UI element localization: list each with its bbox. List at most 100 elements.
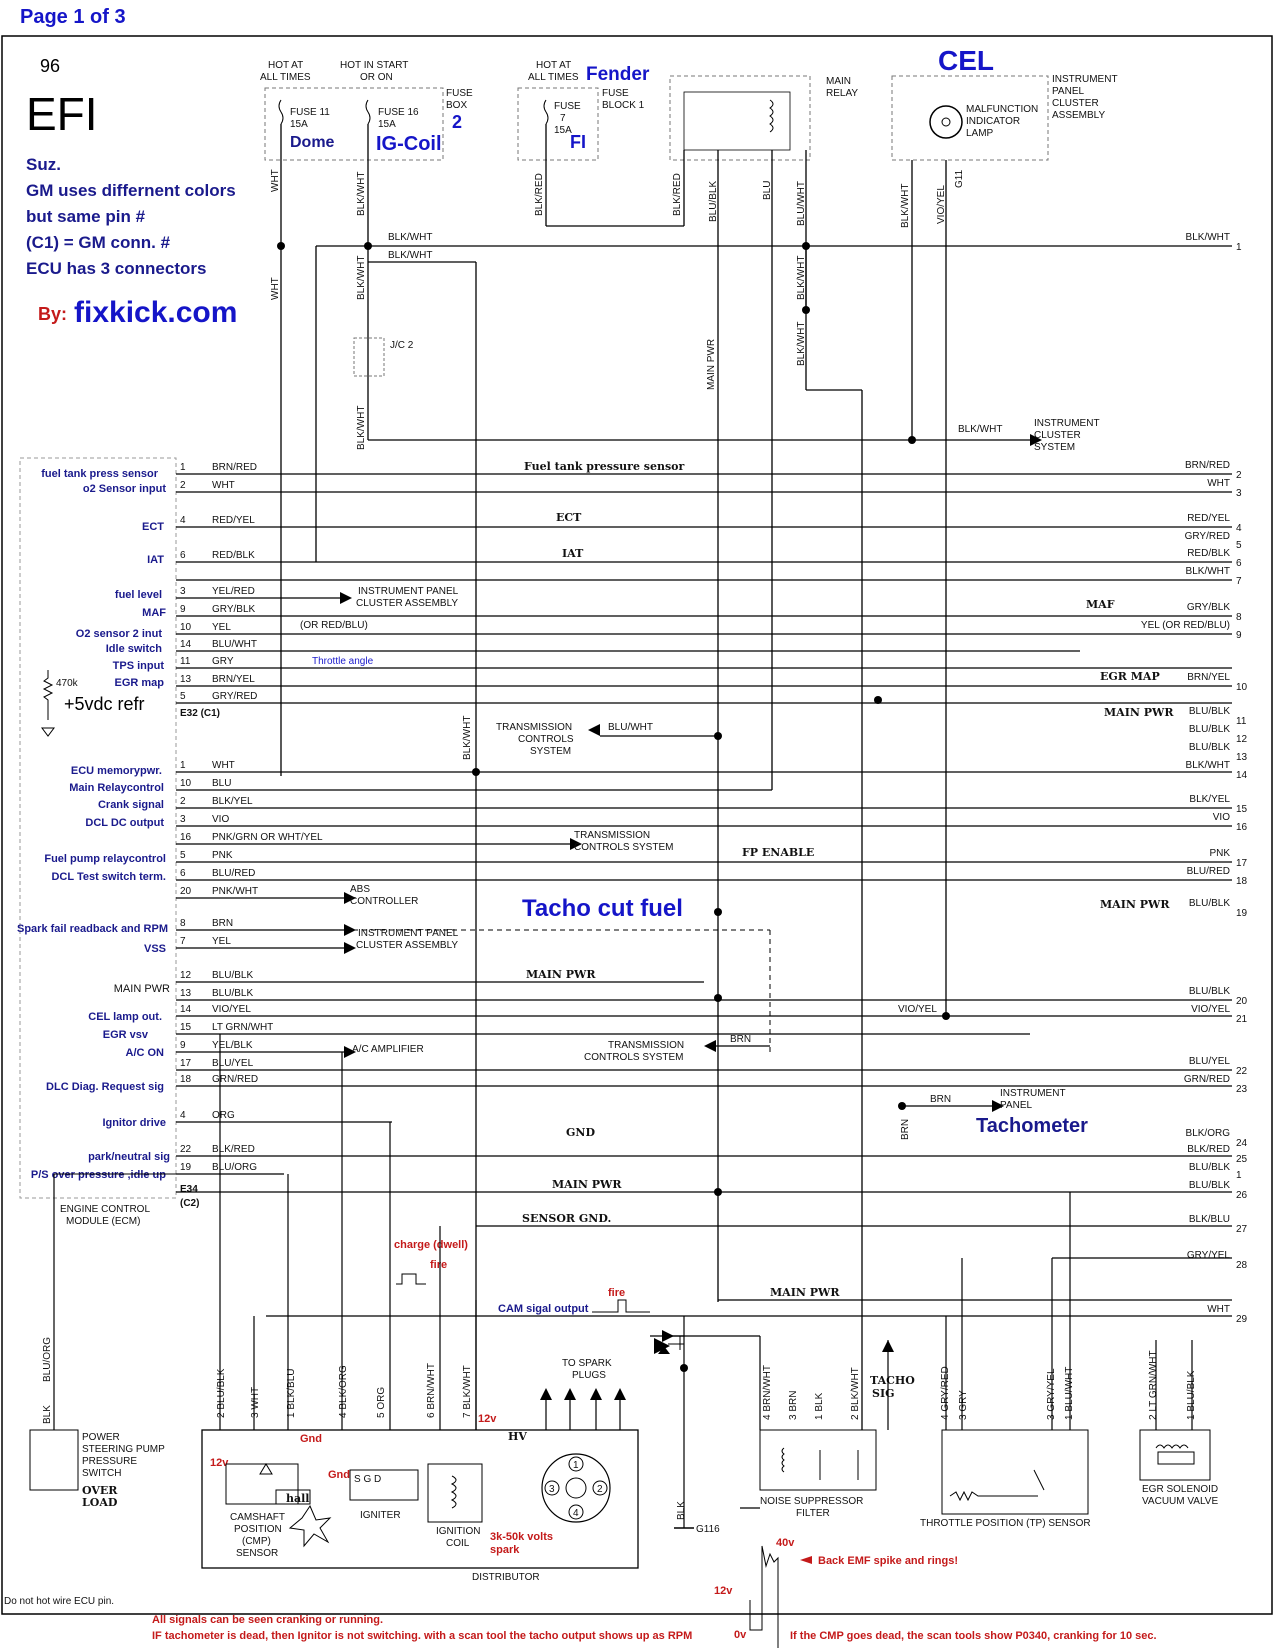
svg-text:ECT: ECT: [142, 521, 164, 533]
top-vertical-wires: [280, 124, 947, 1430]
v12-label-2: 12v: [210, 1457, 229, 1469]
svg-text:29: 29: [1236, 1314, 1248, 1325]
svg-text:PNK/GRN OR WHT/YEL: PNK/GRN OR WHT/YEL: [212, 832, 323, 843]
svg-text:4: 4: [180, 1110, 186, 1121]
svg-text:2 LT GRN/WHT: 2 LT GRN/WHT: [1148, 1350, 1159, 1420]
year-label: 96: [40, 56, 60, 76]
svg-text:DLC Diag. Request sig: DLC Diag. Request sig: [46, 1081, 164, 1093]
throttle-angle-label: Throttle angle: [312, 656, 374, 667]
distributor-wires: [219, 1034, 477, 1430]
svg-text:MAIN PWR: MAIN PWR: [114, 983, 170, 995]
jc2-outline: [353, 337, 385, 377]
tps-wires: [945, 1192, 1232, 1430]
svg-text:ECU memorypwr.: ECU memorypwr.: [71, 765, 162, 777]
v12-label-1: 12v: [478, 1413, 497, 1425]
svg-text:2: 2: [180, 796, 186, 807]
fuse-7-symbol: [543, 99, 549, 125]
svg-text:16: 16: [1236, 822, 1248, 833]
svg-text:6: 6: [180, 868, 186, 879]
header-note: ECU has 3 connectors: [26, 259, 206, 278]
tps-wiper: [1033, 1469, 1045, 1491]
svg-text:BRN: BRN: [900, 1119, 911, 1140]
v0-label: 0v: [734, 1629, 747, 1641]
cmp-sensor-box: [225, 1463, 299, 1505]
svg-text:5: 5: [180, 850, 186, 861]
svg-text:RED/YEL: RED/YEL: [212, 515, 255, 526]
svg-text:P/S over pressure ,idle up: P/S over pressure ,idle up: [31, 1169, 166, 1181]
svg-text:WHT: WHT: [1207, 1304, 1230, 1315]
brn-label-1: BRN: [730, 1034, 751, 1045]
svg-text:GRN/RED: GRN/RED: [1184, 1074, 1230, 1085]
charge-dwell-label: charge (dwell): [394, 1239, 468, 1251]
svg-text:3 WHT: 3 WHT: [250, 1387, 261, 1418]
svg-text:IAT: IAT: [147, 554, 164, 566]
svg-text:BLU/RED: BLU/RED: [212, 868, 255, 879]
svg-text:2: 2: [1236, 470, 1242, 481]
svg-text:3: 3: [549, 1484, 555, 1495]
relay-coil: [769, 99, 774, 133]
svg-text:2: 2: [180, 480, 186, 491]
svg-text:BLK/WHT: BLK/WHT: [356, 172, 367, 216]
ipc-arrow-2: [344, 924, 356, 936]
svg-text:7: 7: [180, 936, 186, 947]
fp-enable-label: FP ENABLE: [742, 846, 814, 859]
svg-text:BLK: BLK: [676, 1501, 687, 1520]
svg-text:BRN/YEL: BRN/YEL: [212, 674, 255, 685]
svg-text:10: 10: [180, 778, 192, 789]
svg-text:VSS: VSS: [144, 943, 166, 955]
vref-label: +5vdc refr: [64, 694, 145, 714]
fuse-box-number: 2: [452, 112, 462, 132]
svg-text:BLU/WHT: BLU/WHT: [212, 639, 257, 650]
ipc-arrow-1: [340, 592, 352, 604]
back-emf-label: Back EMF spike and rings!: [818, 1555, 958, 1567]
c1-label: E32 (C1): [180, 708, 220, 719]
svg-text:GRY: GRY: [212, 656, 234, 667]
header-note: (C1) = GM conn. #: [26, 233, 171, 252]
cam-output-label: CAM sigal output: [498, 1303, 589, 1315]
trigger-wheel-icon: [288, 1504, 332, 1548]
svg-text:17: 17: [1236, 858, 1248, 869]
svg-text:BLK/RED: BLK/RED: [212, 1144, 255, 1155]
sensor-gnd-label: SENSOR GND.: [522, 1212, 611, 1225]
vio-yel-mid-label: VIO/YEL: [898, 1004, 937, 1015]
svg-text:G11: G11: [954, 169, 965, 188]
header-note: Suz.: [26, 155, 61, 174]
dome-label: Dome: [290, 134, 335, 151]
svg-text:BLU/BLK: BLU/BLK: [1189, 724, 1230, 735]
svg-text:4: 4: [1236, 523, 1242, 534]
svg-text:BLK/WHT: BLK/WHT: [462, 716, 473, 760]
svg-text:GRN/RED: GRN/RED: [212, 1074, 258, 1085]
svg-text:27: 27: [1236, 1224, 1248, 1235]
svg-text:BLU/BLK: BLU/BLK: [1189, 986, 1230, 997]
svg-text:1 BLK/BLU: 1 BLK/BLU: [286, 1369, 297, 1418]
svg-text:BLU/BLK: BLU/BLK: [1189, 898, 1230, 909]
ip-arrow: [992, 1100, 1004, 1112]
svg-text:20: 20: [180, 886, 192, 897]
svg-text:14: 14: [1236, 770, 1248, 781]
svg-text:BLU/WHT: BLU/WHT: [796, 181, 807, 226]
svg-text:Idle switch: Idle switch: [106, 643, 163, 655]
svg-text:WHT: WHT: [1207, 478, 1230, 489]
svg-text:WHT: WHT: [270, 277, 281, 300]
svg-text:CEL lamp out.: CEL lamp out.: [88, 1011, 162, 1023]
svg-text:12: 12: [180, 970, 192, 981]
egr-wires: [1155, 1340, 1193, 1430]
relay-body: [683, 91, 791, 151]
gnd-red-label-1: Gnd: [300, 1433, 322, 1445]
v12-label-3: 12v: [714, 1585, 733, 1597]
svg-text:YEL/BLK: YEL/BLK: [212, 1040, 253, 1051]
svg-text:YEL (OR RED/BLU): YEL (OR RED/BLU): [1141, 620, 1230, 631]
noise-filter-box: [759, 1429, 877, 1491]
wire-blk-wht-3: BLK/WHT: [958, 424, 1002, 435]
efi-title: EFI: [26, 88, 98, 140]
svg-text:1: 1: [180, 760, 186, 771]
svg-text:Crank signal: Crank signal: [98, 799, 164, 811]
